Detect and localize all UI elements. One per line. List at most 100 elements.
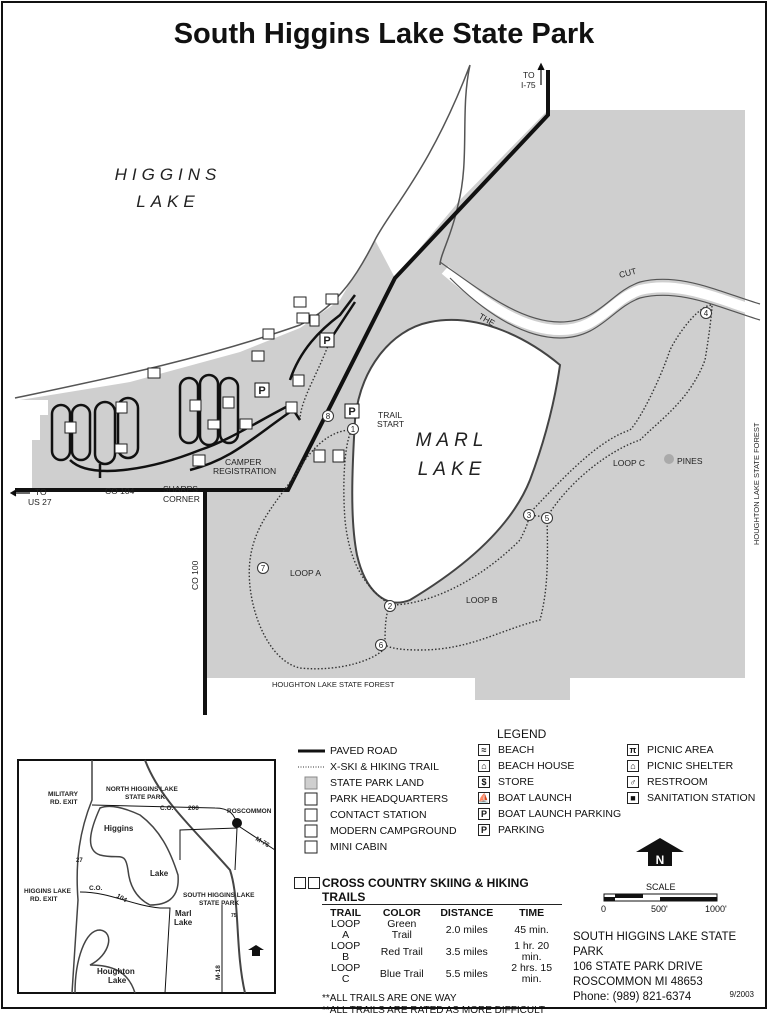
legend-store: $STORE — [478, 776, 534, 788]
store-icon — [309, 314, 320, 327]
scale-tick-500: 500' — [651, 904, 668, 914]
inset-military-exit: RD. EXIT — [50, 799, 77, 806]
picnic-area-icon — [325, 293, 339, 305]
skiing-icon — [332, 449, 345, 463]
loop-c-label: LOOP C — [613, 458, 645, 468]
inset-road — [179, 827, 238, 871]
legend-picnic-area: π PICNIC AREA — [627, 744, 714, 756]
the-cut-label: CUT — [618, 266, 637, 280]
camper-registration-label: CAMPER — [225, 457, 261, 467]
trail-note: **ALL TRAILS ARE ONE WAY — [322, 993, 457, 1004]
inset-us27 — [71, 760, 93, 994]
sharps-corner-label: SHARPS — [163, 484, 198, 494]
inset-houghton-lake — [74, 929, 136, 994]
legend-beach: ≈BEACH — [478, 744, 534, 756]
legend-beach-house: ⌂BEACH HOUSE — [478, 760, 574, 772]
boat-launch-icon: ⛵ — [478, 792, 490, 804]
boat-launch-icon — [251, 350, 265, 362]
page-title: South Higgins Lake State Park — [173, 18, 595, 50]
inset-higgins-lake — [89, 805, 179, 906]
legend-sanitation: ■SANITATION STATION — [627, 792, 755, 804]
cell: 3.5 miles — [445, 945, 488, 958]
parking-icon: P — [323, 335, 330, 347]
park-land-swatch — [304, 776, 318, 790]
higgins-lake-label: HIGGINS — [115, 165, 222, 184]
higgins-lake-label: LAKE — [136, 192, 199, 211]
legend-label: PICNIC AREA — [647, 744, 714, 756]
legend-trail: X-SKI & HIKING TRAIL — [330, 761, 439, 773]
legend-icons-col1 — [304, 792, 318, 854]
north-arrow-icon — [636, 838, 684, 866]
legend-headquarters: PARK HEADQUARTERS — [330, 793, 448, 805]
inset-higgins-exit: HIGGINS LAKE — [24, 888, 72, 895]
map-date: 9/2003 — [729, 990, 754, 999]
marker-6: 6 — [379, 641, 384, 650]
boat-launch-parking-icon: P — [258, 385, 265, 397]
hiking-icon — [313, 449, 326, 463]
header-trail: TRAIL — [330, 907, 362, 919]
restroom-icon — [189, 399, 202, 412]
inset-co104: C.O. — [89, 885, 103, 892]
legend-contact-station: CONTACT STATION — [330, 809, 427, 821]
address-city: ROSCOMMON MI 48653 — [573, 976, 703, 988]
marl-lake — [351, 318, 562, 604]
scale-bar — [603, 893, 718, 902]
address-name: SOUTH HIGGINS LAKE STATE PARK — [573, 931, 737, 958]
cell: 2.0 miles — [445, 923, 488, 936]
cell: 2 hrs. 15 min. — [511, 962, 553, 985]
inset-north-arrow-icon — [248, 945, 264, 956]
inset-i75-shield: 75 — [231, 913, 237, 919]
legend-label: X-SKI & HIKING TRAIL — [330, 761, 439, 773]
legend-mini-cabin: MINI CABIN — [330, 841, 387, 853]
facility-icons — [64, 293, 345, 467]
co104-label: CO 104 — [105, 486, 135, 496]
marker-1: 1 — [351, 425, 356, 434]
marker-7: 7 — [261, 564, 266, 573]
to-us27-label: TO — [35, 487, 47, 497]
header-color: COLOR — [382, 907, 421, 919]
cell: LOOP C — [331, 962, 361, 985]
inset-marl: Lake — [174, 918, 193, 927]
cell: LOOP B — [331, 940, 361, 963]
inset-higgins: Higgins — [104, 824, 134, 833]
header-distance: DISTANCE — [440, 907, 494, 919]
legend-label: CONTACT STATION — [330, 809, 427, 821]
marker-8: 8 — [326, 412, 331, 421]
legend-picnic-shelter: ⌂PICNIC SHELTER — [627, 760, 733, 772]
inset-co104 — [79, 891, 171, 994]
inset-co200: 200 — [188, 805, 199, 812]
parking-icon: P — [348, 406, 355, 418]
inset-co104: 104 — [115, 893, 128, 905]
scale-tick-0: 0 — [601, 904, 607, 914]
restroom-icon — [222, 396, 235, 409]
inset-military-exit: MILITARY — [48, 791, 79, 798]
legend-label: PICNIC SHELTER — [647, 760, 734, 772]
loop-b-label: LOOP B — [466, 595, 498, 605]
marker-3: 3 — [527, 511, 532, 520]
parking-icons — [254, 332, 360, 419]
marker-2: 2 — [388, 602, 393, 611]
campground-icon — [207, 419, 221, 430]
inset-higgins-exit: RD. EXIT — [30, 896, 57, 903]
campground-icon — [114, 443, 128, 454]
loop-a-label: LOOP A — [290, 568, 321, 578]
header-time: TIME — [519, 907, 545, 919]
forest-right-label: HOUGHTON LAKE STATE FOREST — [752, 422, 761, 545]
marl-lake-label: LAKE — [418, 459, 487, 480]
picnic-area-icon: π — [627, 744, 639, 756]
paved-road — [15, 70, 550, 715]
cell: Blue Trail — [379, 967, 424, 980]
scale-title: SCALE — [646, 882, 676, 892]
marker-5: 5 — [545, 514, 550, 523]
legend-label: BOAT LAUNCH PARKING — [498, 808, 622, 820]
trails-title: CROSS COUNTRY SKIING & HIKING TRAILS — [322, 876, 562, 905]
legend-paved-road: PAVED ROAD — [330, 745, 397, 757]
beach-house-icon — [296, 312, 310, 324]
trail-markers — [257, 307, 712, 651]
sharps-corner-label: CORNER — [163, 494, 200, 504]
to-i75-label: I-75 — [521, 80, 536, 90]
beach-icon — [147, 367, 161, 379]
